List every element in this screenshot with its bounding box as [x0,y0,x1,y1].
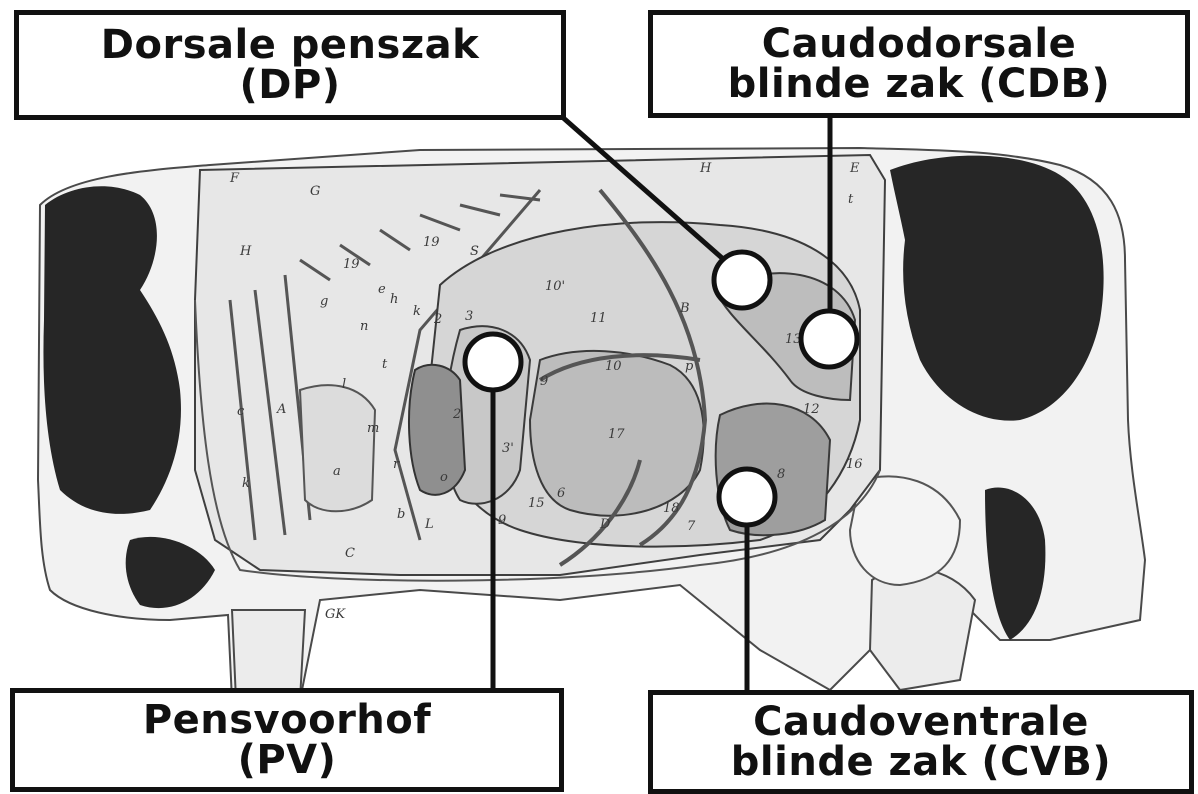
anatomy-letter: S [470,244,479,259]
anatomy-letter: l [342,377,346,392]
anatomy-letter: 2 [452,407,461,422]
anatomy-letter: 10' [545,279,565,294]
label-line: Dorsale penszak [101,25,479,65]
anatomy-letter: F [229,171,240,186]
label-pensvoorhof: Pensvoorhof (PV) [10,688,564,792]
anatomy-letter: 9 [540,374,548,389]
anatomy-letter: 3' [502,441,514,456]
label-line: blinde zak (CDB) [728,64,1111,104]
anatomy-letter: 11 [590,311,607,326]
anatomy-letter: n [360,319,368,334]
marker-circle-cdb [801,311,857,367]
anatomy-letter: c [237,404,245,419]
anatomy-letter: GK [325,607,346,622]
anatomy-letter: 17 [608,427,625,442]
anatomy-letter: B [679,301,690,316]
anatomy-letter: p [685,359,694,374]
anatomy-letter: k [242,476,250,491]
anatomy-letter: t [848,192,854,207]
anatomy-letter: 9 [498,513,506,528]
label-line: (PV) [238,740,337,780]
anatomy-letter: H [239,244,252,259]
anatomy-letter: D [599,517,611,532]
anatomy-letter: r [393,457,400,472]
label-line: Caudodorsale [762,24,1076,64]
anatomy-letter: H [699,161,712,176]
anatomy-letter: 12 [803,402,820,417]
label-dorsale-penszak: Dorsale penszak (DP) [14,10,566,120]
label-line: blinde zak (CVB) [731,742,1111,782]
anatomy-letter: G [310,184,320,199]
anatomy-letter: L [424,517,434,532]
anatomy-letter: k [413,304,421,319]
anatomy-letter: 19 [423,235,440,250]
label-caudoventrale-blinde-zak: Caudoventrale blinde zak (CVB) [648,690,1194,794]
anatomy-letter: h [390,292,398,307]
anatomy-letter: g [320,294,328,309]
anatomy-letter: o [440,470,448,485]
anatomy-letter: 2 [433,312,442,327]
anatomy-letter: a [333,464,341,479]
anatomy-letter: 19 [343,257,360,272]
anatomy-letter: 18 [663,501,680,516]
anatomy-letter: 3 [465,309,473,324]
marker-circle-dp [714,252,770,308]
anatomy-letter: E [849,161,860,176]
anatomy-letter: m [367,421,379,436]
anatomy-letter: 8 [777,467,785,482]
anatomy-letter: e [378,282,386,297]
label-line: (DP) [239,65,340,105]
anatomy-letter: 7 [687,519,696,534]
anatomy-letter: 6 [557,486,565,501]
label-line: Pensvoorhof [143,700,431,740]
label-line: Caudoventrale [753,702,1089,742]
anatomy-letter: t [382,357,388,372]
viscera-cranial [300,385,375,511]
anatomy-letter: 16 [846,457,863,472]
marker-circle-pv [465,334,521,390]
marker-circle-cvb [719,469,775,525]
anatomy-letter: C [345,546,355,561]
anatomy-letter: b [397,507,405,522]
reticulum [409,365,465,495]
anatomy-letter: 15 [528,496,545,511]
label-caudodorsale-blinde-zak: Caudodorsale blinde zak (CDB) [648,10,1190,118]
anatomy-letter: A [276,402,286,417]
anatomy-letter: 10 [605,359,622,374]
